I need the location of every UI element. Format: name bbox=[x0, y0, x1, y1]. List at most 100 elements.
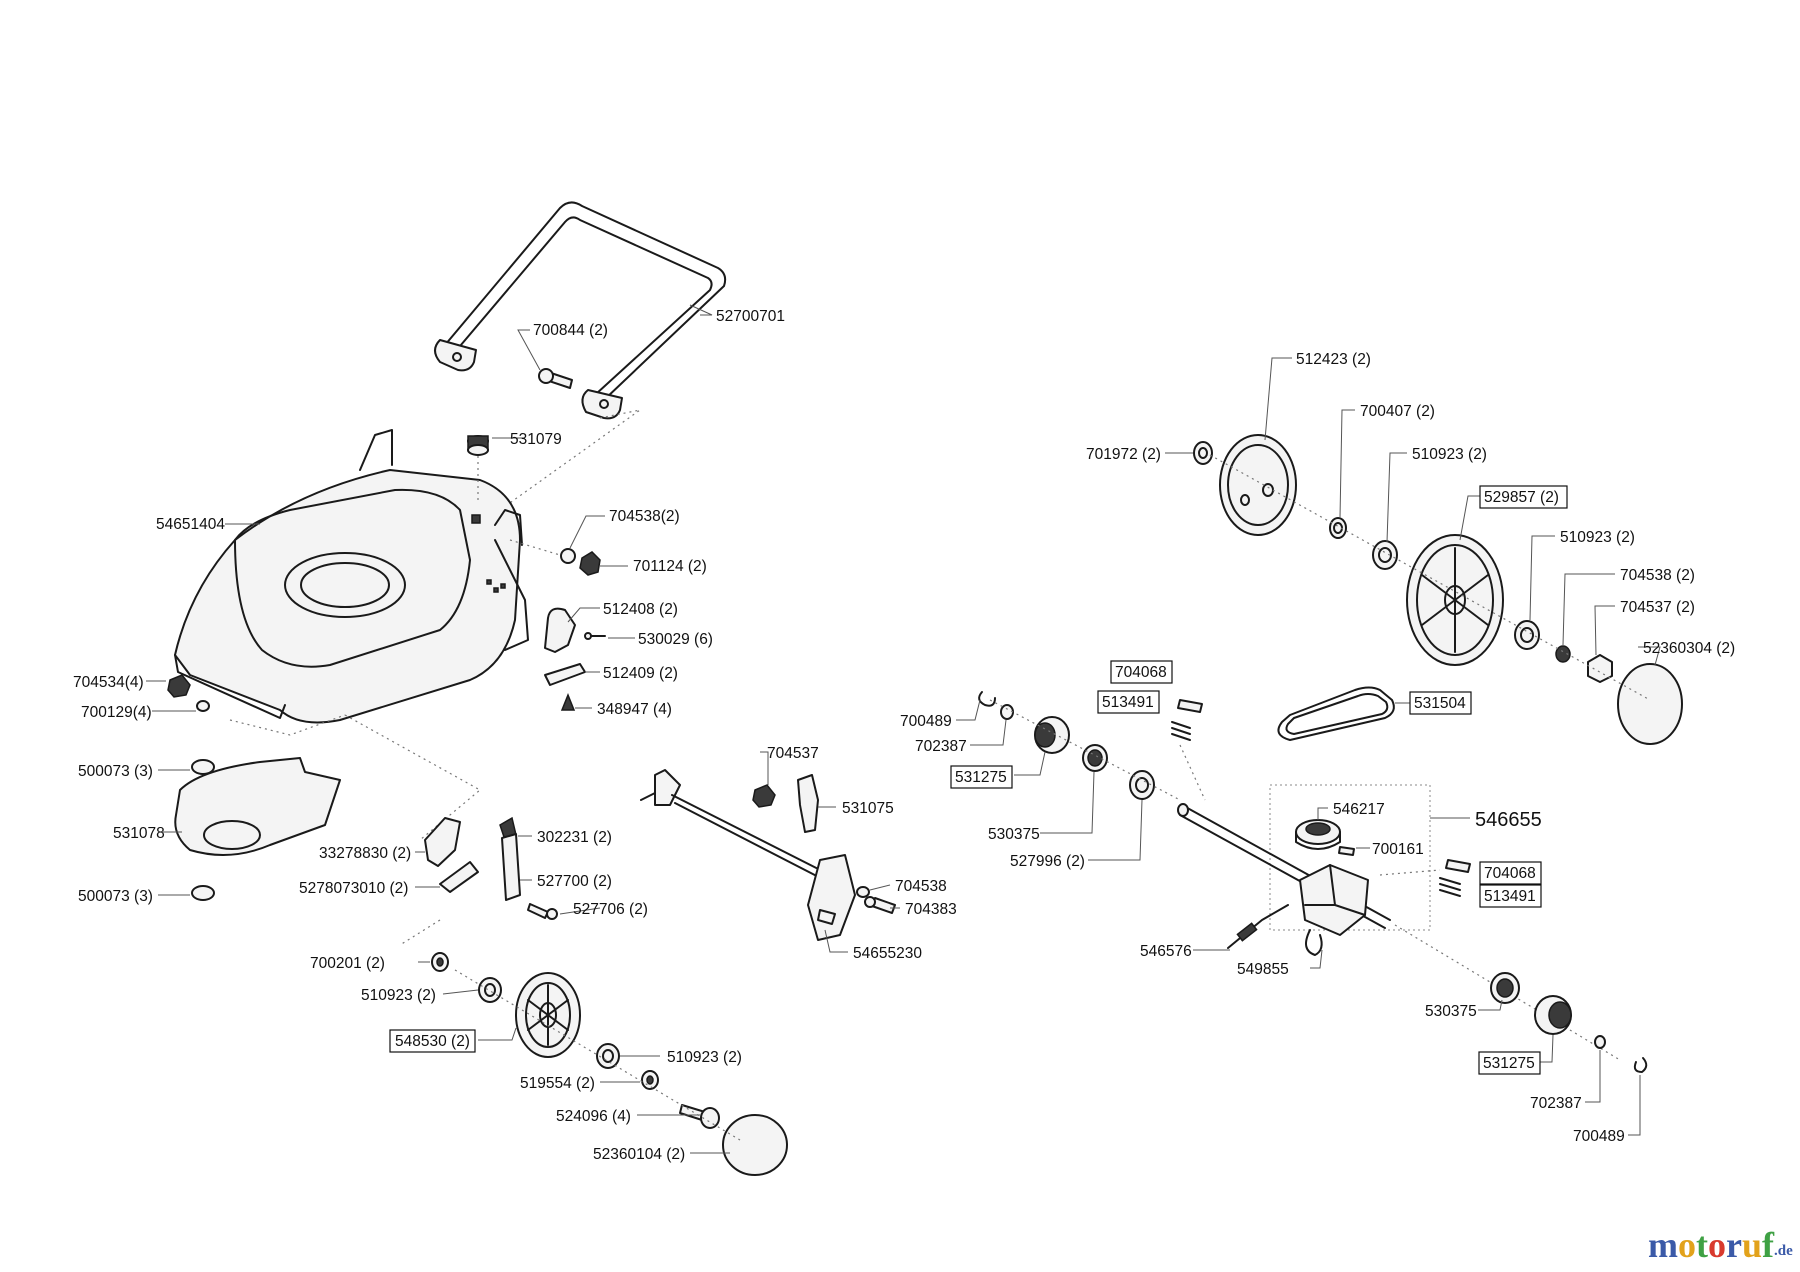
key-700161 bbox=[1338, 846, 1355, 856]
pulley-546217 bbox=[1295, 819, 1341, 850]
washer-702387-b bbox=[1594, 1035, 1606, 1049]
box-531504 bbox=[1409, 691, 1472, 715]
label-531079: 531079 bbox=[510, 431, 562, 448]
label-524096: 524096 (4) bbox=[556, 1108, 631, 1125]
label-702387-b: 702387 bbox=[1530, 1095, 1582, 1112]
belt-531504 bbox=[1277, 686, 1395, 741]
label-512408: 512408 (2) bbox=[603, 601, 678, 618]
label-510923-c: 510923 (2) bbox=[1412, 446, 1487, 463]
washer-702387-a bbox=[1000, 704, 1014, 720]
label-704534: 704534(4) bbox=[73, 674, 144, 691]
washer-701972 bbox=[1193, 441, 1213, 465]
label-548530: 548530 (2) bbox=[395, 1033, 470, 1050]
logo-suffix: .de bbox=[1774, 1243, 1793, 1259]
box-704068-b bbox=[1479, 861, 1542, 885]
bracket-512408 bbox=[544, 607, 576, 653]
label-700407: 700407 (2) bbox=[1360, 403, 1435, 420]
label-531275-a: 531275 bbox=[955, 769, 1007, 786]
clip-700489-a bbox=[978, 691, 996, 707]
bushing-531079 bbox=[467, 435, 489, 456]
key-704068-b bbox=[1445, 859, 1471, 873]
label-527996: 527996 (2) bbox=[1010, 853, 1085, 870]
box-529857 bbox=[1479, 485, 1568, 509]
box-513491-a bbox=[1097, 690, 1160, 714]
lever-33278830 bbox=[424, 817, 461, 867]
label-546217: 546217 bbox=[1333, 801, 1385, 818]
logo-letter: t bbox=[1696, 1225, 1708, 1265]
washer-704538-c bbox=[1555, 645, 1571, 663]
wheel-548530 bbox=[515, 972, 581, 1058]
part-labels: 52700701 700844 (2) 531079 54651404 7045… bbox=[73, 308, 1735, 1163]
ratchet-530375-b bbox=[1490, 972, 1520, 1004]
label-704537-b: 704537 (2) bbox=[1620, 599, 1695, 616]
label-531275-b: 531275 bbox=[1483, 1055, 1535, 1072]
label-704383: 704383 bbox=[905, 901, 957, 918]
leader-lines bbox=[146, 304, 1661, 1154]
label-510923-b: 510923 (2) bbox=[667, 1049, 742, 1066]
label-700161: 700161 bbox=[1372, 841, 1424, 858]
cap-700201 bbox=[431, 952, 449, 972]
label-549855: 549855 bbox=[1237, 961, 1289, 978]
box-704068-a bbox=[1110, 660, 1173, 684]
cable-546576 bbox=[1227, 904, 1289, 949]
label-700844: 700844 (2) bbox=[533, 322, 608, 339]
washer-700407 bbox=[1329, 517, 1347, 539]
washer-700129 bbox=[196, 700, 210, 712]
nut-704537-a bbox=[752, 784, 776, 808]
logo-letter: f bbox=[1762, 1225, 1775, 1265]
screw-348947 bbox=[560, 692, 576, 711]
logo-letter: o bbox=[1678, 1225, 1696, 1265]
label-302231: 302231 (2) bbox=[537, 829, 612, 846]
label-500073-b: 500073 (3) bbox=[78, 888, 153, 905]
handle-bar bbox=[434, 201, 727, 420]
wheel-disc-512423 bbox=[1219, 434, 1297, 536]
gearbox-549855 bbox=[1299, 864, 1369, 956]
bushing-510923-b bbox=[596, 1043, 620, 1069]
label-512423: 512423 (2) bbox=[1296, 351, 1371, 368]
logo-letter: r bbox=[1726, 1225, 1742, 1265]
label-704538-a: 704538(2) bbox=[609, 508, 680, 525]
label-704068-b: 704068 bbox=[1484, 865, 1536, 882]
label-510923-a: 510923 (2) bbox=[361, 987, 436, 1004]
pinion-531275-a bbox=[1034, 716, 1070, 754]
axle-54655230 bbox=[640, 769, 856, 941]
box-548530 bbox=[389, 1029, 476, 1053]
label-700129: 700129(4) bbox=[81, 704, 152, 721]
logo-letter: m bbox=[1648, 1225, 1678, 1265]
label-5278073010: 5278073010 (2) bbox=[299, 880, 408, 897]
label-701124: 701124 (2) bbox=[633, 558, 707, 575]
label-54655230: 54655230 bbox=[853, 945, 922, 962]
label-527706: 527706 (2) bbox=[573, 901, 648, 918]
spring-513491-a bbox=[1171, 721, 1191, 741]
mower-deck bbox=[174, 429, 529, 724]
washer-704538-b bbox=[856, 886, 870, 898]
box-531275-b bbox=[1478, 1051, 1541, 1075]
cap-519554 bbox=[641, 1070, 659, 1090]
plate-5278073010 bbox=[439, 861, 479, 893]
label-527700: 527700 (2) bbox=[537, 873, 612, 890]
label-54651404: 54651404 bbox=[156, 516, 225, 533]
rear-wheel-529857 bbox=[1406, 534, 1504, 666]
label-700489-b: 700489 bbox=[1573, 1128, 1625, 1145]
label-530375-b: 530375 bbox=[1425, 1003, 1477, 1020]
screw-530029 bbox=[584, 632, 606, 640]
bearing-527996 bbox=[1129, 770, 1155, 800]
label-702387-a: 702387 bbox=[915, 738, 967, 755]
bolt-704383 bbox=[864, 896, 896, 914]
lever-531075 bbox=[797, 774, 819, 833]
label-510923-d: 510923 (2) bbox=[1560, 529, 1635, 546]
logo-main: motoruf bbox=[1648, 1225, 1775, 1265]
spring-513491-b bbox=[1439, 877, 1461, 897]
motoruf-logo: motoruf.de bbox=[1648, 1225, 1793, 1265]
label-704068-a: 704068 bbox=[1115, 664, 1167, 681]
pin-527706 bbox=[527, 903, 558, 920]
flap-531078 bbox=[174, 757, 341, 901]
label-531078: 531078 bbox=[113, 825, 165, 842]
label-700489-a: 700489 bbox=[900, 713, 952, 730]
bushing-510923-a bbox=[478, 977, 502, 1003]
label-529857: 529857 (2) bbox=[1484, 489, 1559, 506]
label-704537-a: 704537 bbox=[767, 745, 819, 762]
hubcap-52360304 bbox=[1617, 663, 1683, 745]
logo-letter: o bbox=[1708, 1225, 1726, 1265]
